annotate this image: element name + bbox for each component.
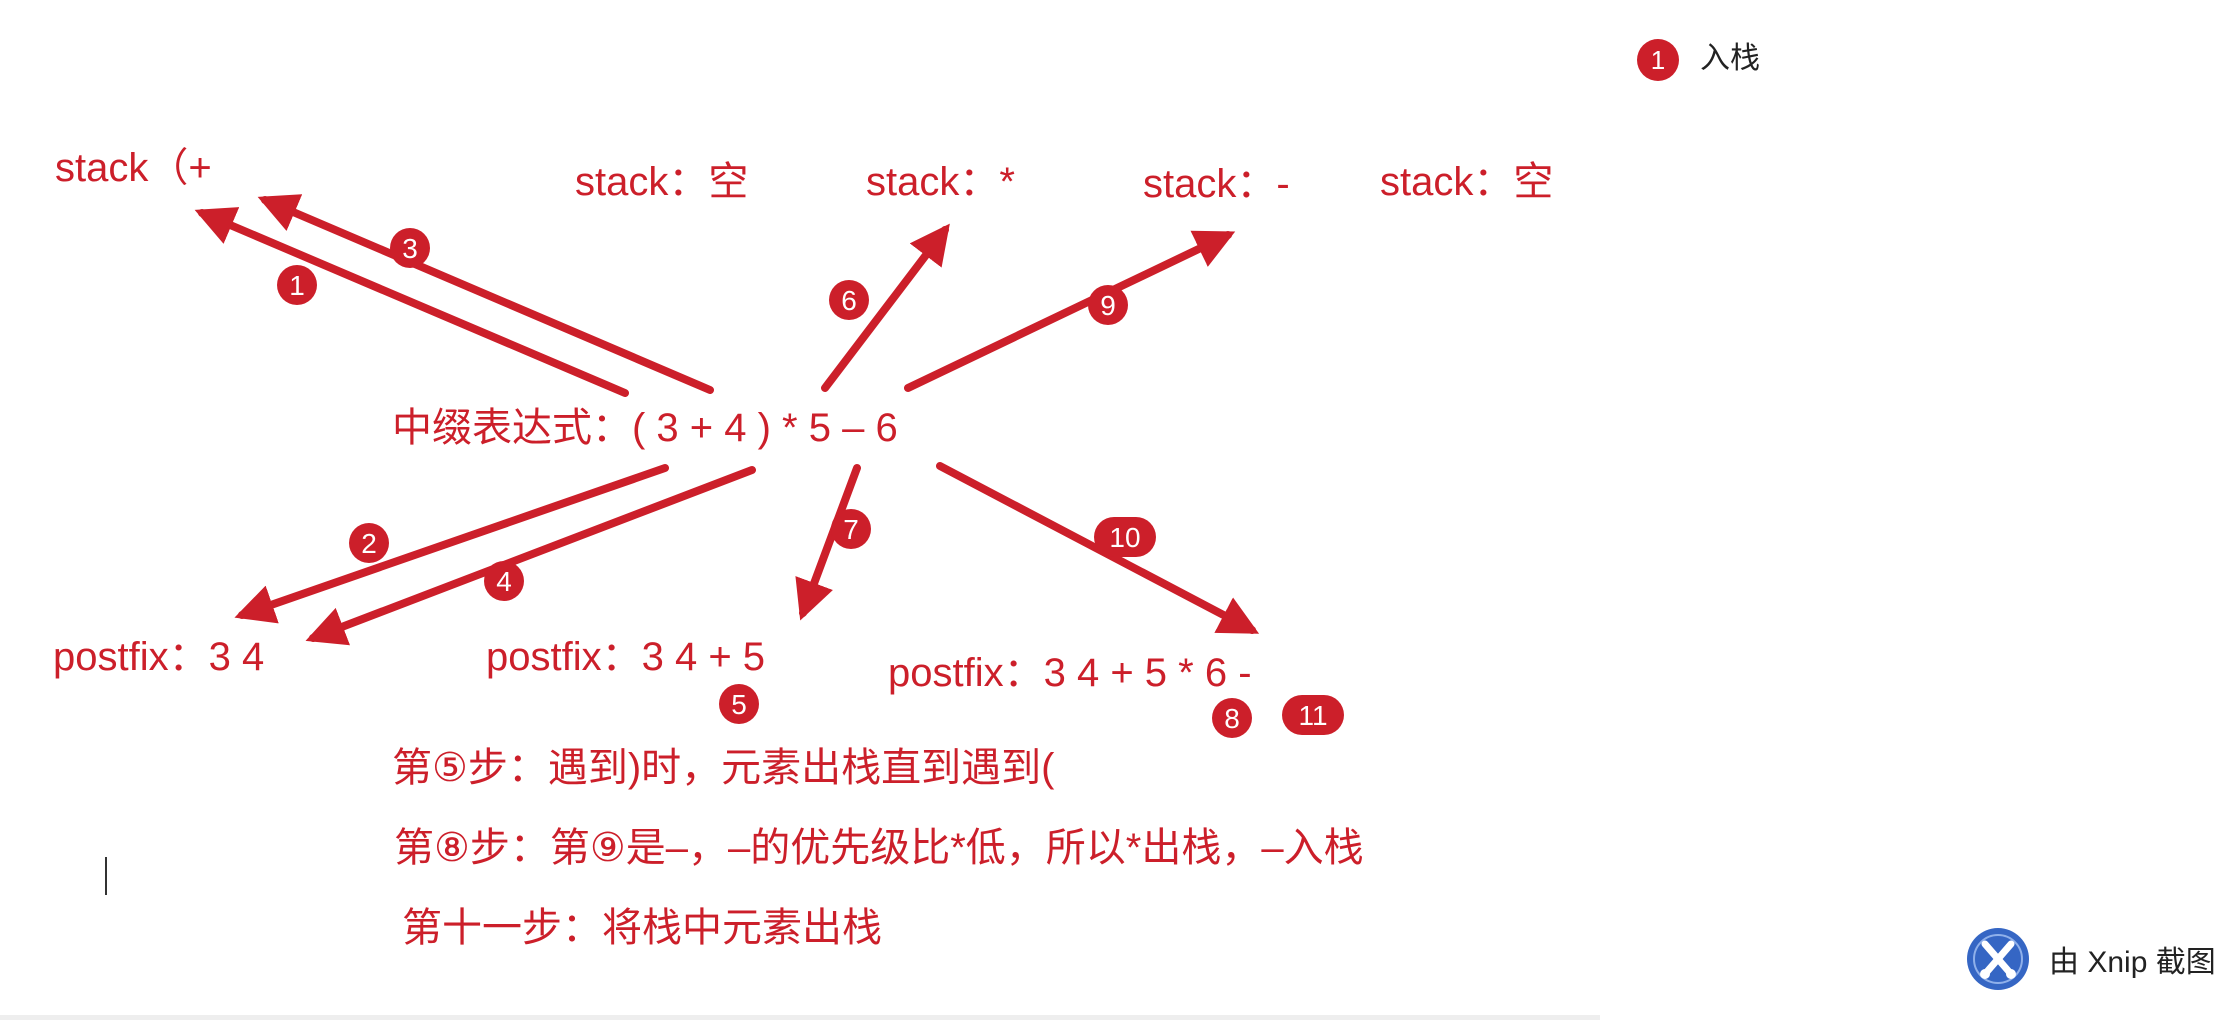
svg-text:11: 11 [1298, 700, 1327, 731]
infix-expression: 中缀表达式：( 3 + 4 ) * 5 – 6 [392, 406, 898, 450]
arrow-step-3 [257, 194, 714, 394]
postfix-state-3: postfix：3 4 + 5 * 6 - [888, 651, 1252, 695]
postfix-state-2: postfix：3 4 + 5 [486, 635, 766, 679]
svg-text:8: 8 [1224, 703, 1240, 734]
arrow-step-2 [234, 464, 669, 624]
arrow-step-9 [904, 230, 1236, 392]
svg-text:9: 9 [1100, 290, 1116, 321]
step-badge-8: 8 [1212, 698, 1252, 738]
watermark-text: 由 Xnip 截图 [2049, 946, 2216, 979]
svg-text:10: 10 [1109, 522, 1140, 553]
svg-text:7: 7 [843, 514, 859, 545]
step-badge-3: 3 [390, 228, 430, 268]
svg-text:2: 2 [361, 528, 377, 559]
text-cursor [105, 857, 107, 895]
stack-state-3: stack：* [866, 160, 1015, 204]
svg-text:1: 1 [1651, 45, 1665, 75]
arrow-step-4 [305, 466, 756, 646]
legend-label: 入栈 [1700, 42, 1760, 75]
postfix-state-1: postfix：3 4 [53, 635, 265, 679]
svg-text:5: 5 [731, 689, 747, 720]
stack-state-5: stack：空 [1380, 160, 1554, 204]
arrow-step-10 [936, 462, 1260, 634]
step-badge-2: 2 [349, 523, 389, 563]
stack-state-4: stack：- [1143, 162, 1290, 206]
note-step-8: 第⑧步：第⑨是–，–的优先级比*低，所以*出栈，–入栈 [394, 826, 1364, 870]
step-badge-5: 5 [719, 684, 759, 724]
arrow-step-1 [194, 207, 629, 397]
svg-text:3: 3 [402, 233, 418, 264]
step-badge-6: 6 [829, 280, 869, 320]
step-badge-4: 4 [484, 561, 524, 601]
stack-state-2: stack：空 [575, 160, 749, 204]
bottom-divider [0, 1015, 1600, 1020]
step-badge-11: 11 [1282, 695, 1344, 735]
xnip-icon [1967, 928, 2029, 990]
step-badge-1: 1 [277, 265, 317, 305]
legend-marker: 1 [1637, 39, 1679, 81]
svg-text:4: 4 [496, 566, 512, 597]
step-badge-7: 7 [831, 509, 871, 549]
step-badge-9: 9 [1088, 285, 1128, 325]
svg-text:6: 6 [841, 285, 857, 316]
note-step-11: 第十一步：将栈中元素出栈 [402, 906, 882, 950]
note-step-5: 第⑤步：遇到)时，元素出栈直到遇到( [392, 746, 1055, 790]
svg-text:1: 1 [289, 270, 305, 301]
arrow-step-7 [795, 464, 861, 621]
stack-state-1: stack（+ [55, 146, 212, 190]
step-badge-10: 10 [1094, 517, 1156, 557]
arrow-step-6 [821, 223, 950, 392]
